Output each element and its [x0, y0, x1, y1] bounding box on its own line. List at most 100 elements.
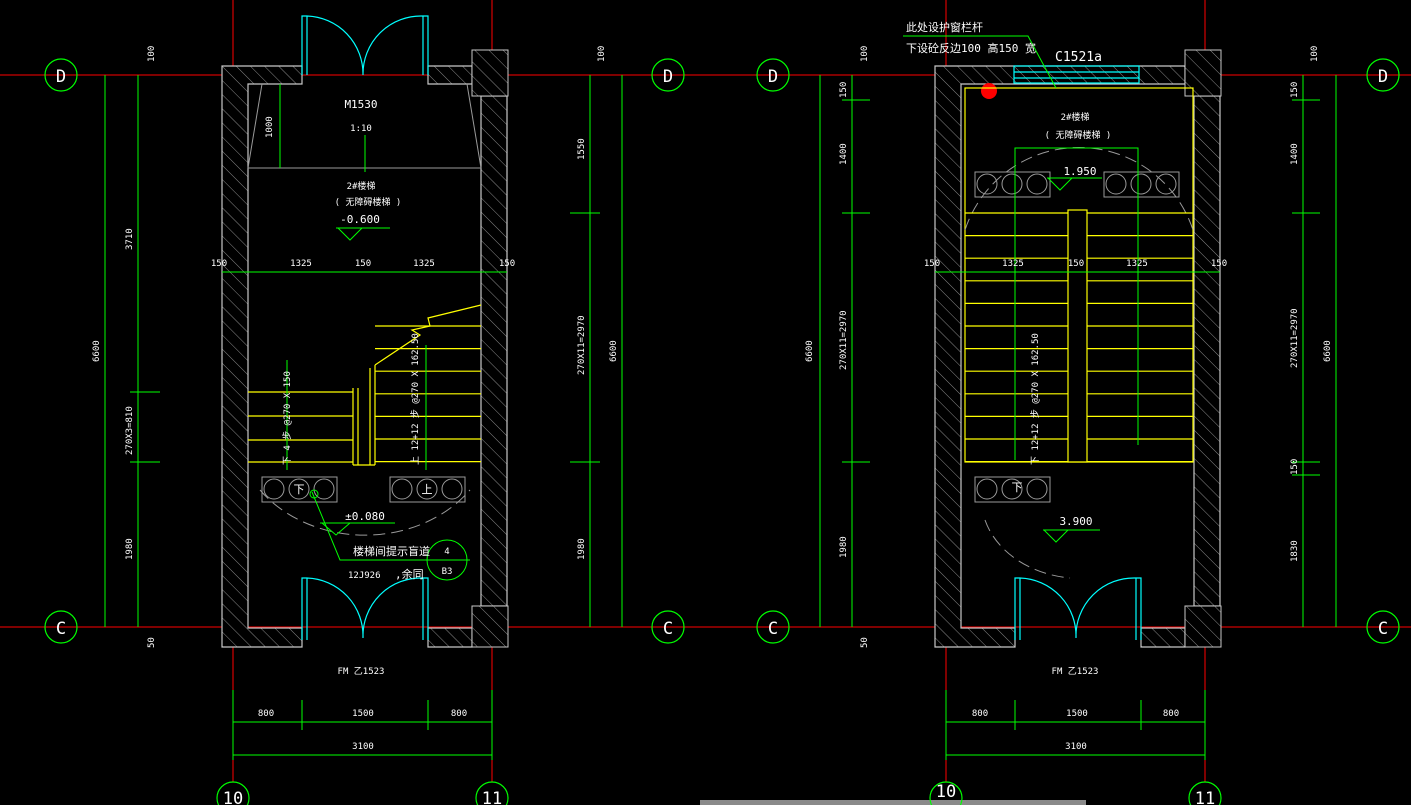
svg-text:下设砼反边100 高150 宽: 下设砼反边100 高150 宽	[906, 41, 1036, 55]
svg-text:50: 50	[147, 637, 157, 648]
svg-text:下: 下	[1012, 481, 1023, 494]
doors	[1014, 577, 1142, 640]
svg-text:12J926: 12J926	[348, 571, 381, 581]
dimension-lines	[104, 75, 623, 760]
svg-text:( 无障碍楼梯 ): ( 无障碍楼梯 )	[1045, 129, 1112, 141]
stair-outline	[964, 87, 1194, 463]
svg-text:D: D	[768, 67, 778, 87]
marker-dot	[981, 83, 997, 99]
svg-text:3.900: 3.900	[1059, 515, 1092, 528]
svg-text:150: 150	[211, 259, 227, 269]
grid-bubble-11: 11	[1188, 781, 1222, 805]
svg-text:1.950: 1.950	[1063, 165, 1096, 178]
svg-text:800: 800	[451, 709, 467, 719]
annotations: 此处设护窗栏杆 下设砼反边100 高150 宽 C1521a 2#楼梯 ( 无障…	[906, 20, 1111, 677]
svg-text:270X3=810: 270X3=810	[125, 406, 135, 455]
svg-text:150: 150	[1290, 82, 1300, 98]
grid-bubble-d: D	[44, 58, 78, 92]
svg-text:100: 100	[1310, 46, 1320, 62]
break-line	[374, 304, 482, 366]
svg-text:11: 11	[1195, 789, 1215, 805]
column	[1184, 605, 1222, 648]
right-plan[interactable]: 100 150 1400 270X11=2970 1980 6600 50 10…	[805, 20, 1337, 760]
svg-text:3100: 3100	[352, 742, 374, 752]
svg-text:-0.600: -0.600	[340, 213, 380, 226]
grid-bubbles: D D D D C C C C 10 11 10 11	[44, 58, 1400, 805]
horizontal-scrollbar[interactable]	[700, 800, 1086, 805]
dimension-texts: 100 150 1400 270X11=2970 1980 6600 50 10…	[805, 46, 1333, 752]
svg-text:1000: 1000	[265, 116, 275, 138]
svg-text:100: 100	[147, 46, 157, 62]
left-plan[interactable]: 100 3710 270X3=810 1980 6600 50 100 1550…	[92, 15, 623, 760]
svg-text:C: C	[1378, 619, 1388, 639]
tactile-strip	[261, 476, 466, 503]
svg-text:6600: 6600	[805, 340, 815, 362]
svg-text:4: 4	[444, 547, 449, 557]
svg-text:1400: 1400	[1290, 143, 1300, 165]
grid-bubble-11: 11	[475, 781, 509, 805]
svg-text:下: 下	[294, 483, 305, 496]
svg-text:1400: 1400	[839, 143, 849, 165]
svg-text:,余同: ,余同	[395, 567, 424, 581]
svg-text:150: 150	[1211, 259, 1227, 269]
grid-bubble-d: D	[756, 58, 790, 92]
svg-text:3100: 3100	[1065, 742, 1087, 752]
svg-text:D: D	[56, 67, 66, 87]
doors	[301, 15, 429, 640]
svg-text:1550: 1550	[577, 138, 587, 160]
svg-text:270X11=2970: 270X11=2970	[1290, 308, 1300, 368]
dimension-texts: 100 3710 270X3=810 1980 6600 50 100 1550…	[92, 46, 619, 752]
svg-text:M1530: M1530	[344, 98, 377, 111]
svg-text:上 12+12 步 @270 X 162.50: 上 12+12 步 @270 X 162.50	[410, 333, 421, 465]
svg-text:10: 10	[936, 782, 956, 802]
svg-text:( 无障碍楼梯 ): ( 无障碍楼梯 )	[335, 196, 402, 208]
grid-bubble-d: D	[651, 58, 685, 92]
grid-bubble-c: C	[756, 610, 790, 644]
svg-text:800: 800	[972, 709, 988, 719]
svg-text:150: 150	[499, 259, 515, 269]
svg-text:10: 10	[223, 789, 243, 805]
svg-text:1980: 1980	[839, 536, 849, 558]
stair-flights	[965, 212, 1193, 463]
svg-text:下 12+12 步 @270 X 162.50: 下 12+12 步 @270 X 162.50	[1030, 333, 1041, 465]
svg-text:800: 800	[1163, 709, 1179, 719]
svg-text:±0.080: ±0.080	[345, 510, 385, 523]
svg-text:1325: 1325	[290, 259, 312, 269]
svg-text:下 4 步 @270 X 150: 下 4 步 @270 X 150	[282, 371, 293, 465]
svg-text:D: D	[1378, 67, 1388, 87]
turn-arc	[259, 489, 471, 536]
grid-bubble-10: 10	[929, 781, 963, 805]
grid-bubble-10: 10	[216, 781, 250, 805]
svg-text:D: D	[663, 67, 673, 87]
svg-text:270X11=2970: 270X11=2970	[839, 310, 849, 370]
svg-text:楼梯间提示盲道: 楼梯间提示盲道	[353, 544, 430, 558]
svg-text:C: C	[768, 619, 778, 639]
svg-text:此处设护窗栏杆: 此处设护窗栏杆	[906, 20, 983, 34]
turn-arc	[964, 147, 1194, 231]
annotations: M1530 1:10 2#楼梯 ( 无障碍楼梯 ) -0.600 下 4 步 @…	[282, 98, 452, 677]
svg-text:1325: 1325	[1002, 259, 1024, 269]
svg-text:11: 11	[482, 789, 502, 805]
svg-text:6600: 6600	[92, 340, 102, 362]
dimension-lines	[819, 35, 1337, 760]
walls	[221, 49, 509, 648]
svg-text:50: 50	[860, 637, 870, 648]
grid-bubble-d: D	[1366, 58, 1400, 92]
svg-text:C: C	[663, 619, 673, 639]
walls	[934, 49, 1222, 648]
svg-text:1980: 1980	[577, 538, 587, 560]
svg-text:C: C	[56, 619, 66, 639]
svg-text:800: 800	[258, 709, 274, 719]
svg-text:150: 150	[355, 259, 371, 269]
svg-text:1500: 1500	[1066, 709, 1088, 719]
svg-text:FM 乙1523: FM 乙1523	[1052, 666, 1099, 677]
svg-text:150: 150	[839, 82, 849, 98]
svg-text:150: 150	[1290, 459, 1300, 475]
window-c1521a	[1013, 65, 1140, 84]
svg-text:1:10: 1:10	[350, 124, 372, 134]
svg-text:270X11=2970: 270X11=2970	[577, 315, 587, 375]
stair-flights	[248, 304, 482, 466]
svg-text:上: 上	[422, 483, 433, 496]
svg-text:100: 100	[860, 46, 870, 62]
